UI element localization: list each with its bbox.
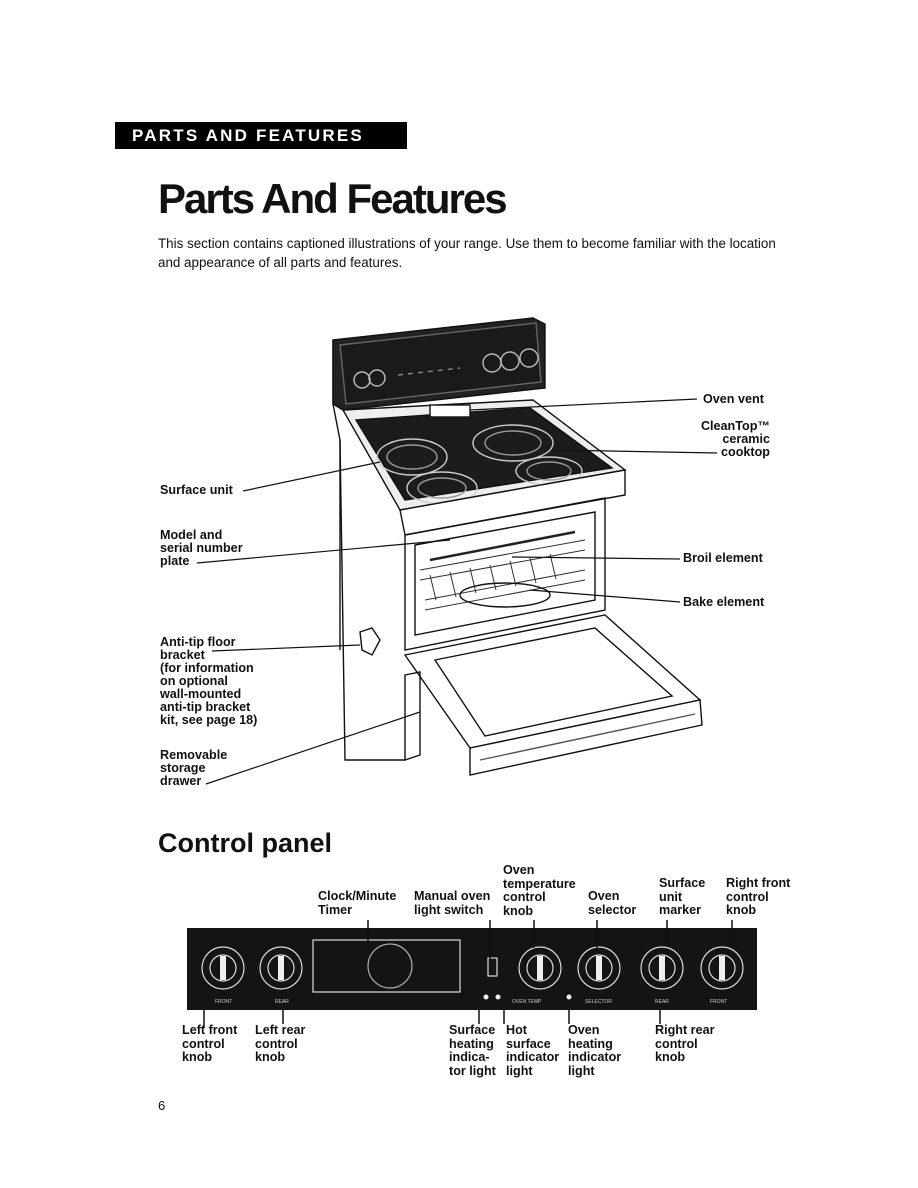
oven-vent-label: Oven vent — [703, 392, 764, 406]
control-panel-illustration: FRONT REAR OVEN TEMP SELECTOR REAR FRONT — [187, 920, 757, 1028]
page-title: Parts And Features — [158, 175, 508, 222]
bake-element-label: Bake element — [683, 595, 765, 609]
surface-marker-label: Surface unit marker — [659, 876, 706, 917]
selector-panel-text: SELECTOR — [585, 999, 612, 1005]
hot-surface-label: Hot surface indicator light — [506, 1023, 560, 1078]
anti-tip-label: Anti-tip floor bracket (for information … — [160, 635, 258, 727]
oven-temp-label: Oven temperature control knob — [503, 863, 576, 918]
oven-heating-label: Oven heating indicator light — [568, 1023, 622, 1078]
clock-label: Clock/Minute Timer — [318, 889, 397, 917]
front-panel-text: FRONT — [215, 999, 232, 1005]
intro-text: This section contains captioned illustra… — [158, 236, 776, 270]
oven-selector-label: Oven selector — [588, 889, 637, 917]
model-plate-label: Model and serial number plate — [160, 528, 243, 568]
page-number: 6 — [158, 1098, 166, 1113]
surface-unit-label: Surface unit — [160, 483, 233, 497]
right-rear-label: Right rear control knob — [655, 1023, 715, 1064]
surface-heating-label: Surface heating indica- tor light — [449, 1023, 496, 1078]
manual-light-label: Manual oven light switch — [414, 889, 491, 917]
rear-right-panel-text: REAR — [655, 999, 669, 1005]
control-panel-title: Control panel — [158, 828, 332, 858]
cleantop-label: CleanTop™ ceramic cooktop — [700, 419, 770, 459]
oven-temp-panel-text: OVEN TEMP — [512, 999, 542, 1005]
left-rear-label: Left rear control knob — [255, 1023, 306, 1064]
range-illustration — [196, 317, 718, 785]
left-front-label: Left front control knob — [182, 1023, 238, 1064]
rear-panel-text: REAR — [275, 999, 289, 1005]
broil-element-label: Broil element — [683, 551, 763, 565]
front-right-panel-text: FRONT — [710, 999, 727, 1005]
section-tag: PARTS AND FEATURES — [115, 122, 407, 149]
right-front-label: Right front control knob — [726, 876, 791, 917]
storage-drawer-label: Removable storage drawer — [160, 748, 228, 788]
